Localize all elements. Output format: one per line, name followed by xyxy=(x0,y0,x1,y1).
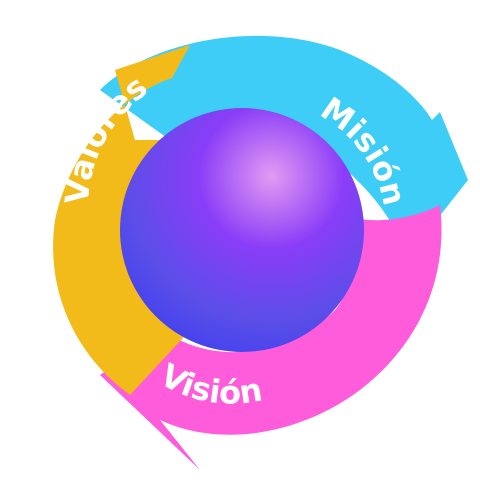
mision-arrow xyxy=(100,35,468,260)
center-sphere xyxy=(120,108,364,352)
